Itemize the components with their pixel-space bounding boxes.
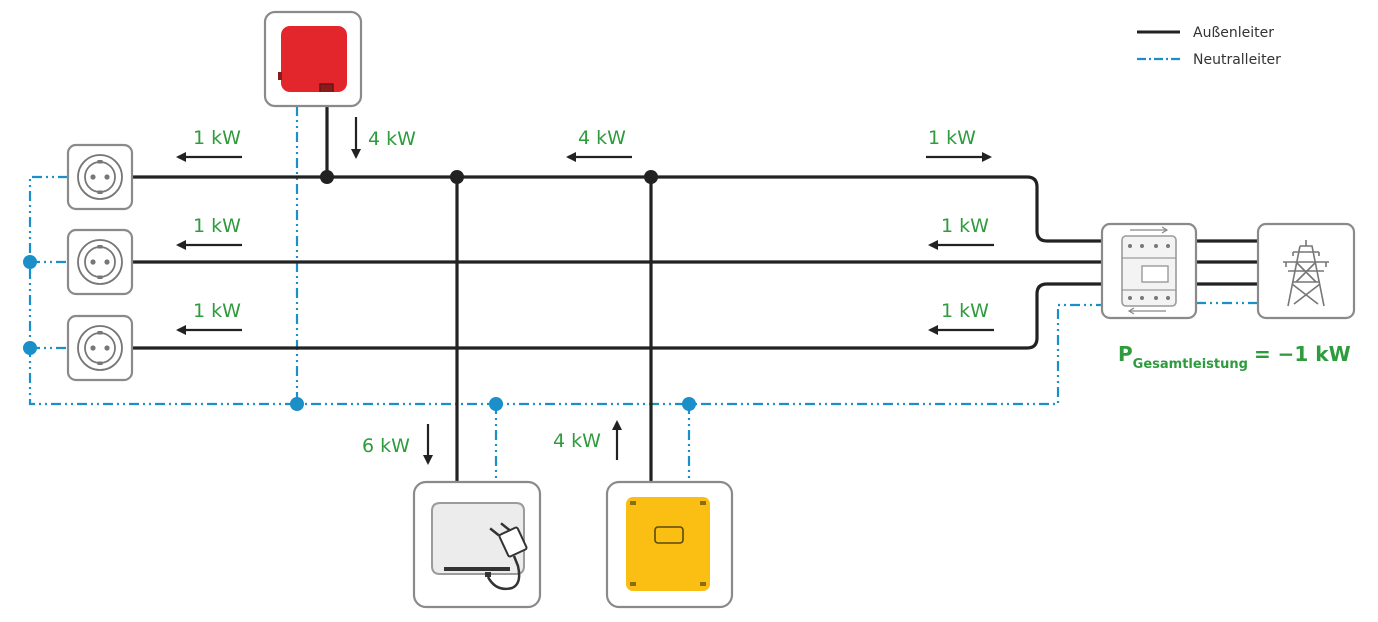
power-outlet-icon — [77, 154, 123, 200]
battery-inverter — [605, 480, 734, 609]
phase-junction — [320, 170, 334, 184]
outlet-1 — [66, 143, 134, 211]
neutral-junction — [23, 255, 37, 269]
battery-inverter-icon — [626, 497, 710, 591]
flow-label-grid-l1: 1 kW — [928, 127, 976, 149]
neutral-junction — [489, 397, 503, 411]
power-outlet-icon — [77, 239, 123, 285]
flow-label-grid-l3: 1 kW — [941, 300, 989, 322]
flow-label-pv: 4 kW — [368, 128, 416, 150]
neutral-junction — [23, 341, 37, 355]
flow-arrows — [176, 117, 994, 465]
power-pylon-icon — [1283, 240, 1329, 307]
utility-grid — [1256, 222, 1356, 320]
legend: Außenleiter Neutralleiter — [1137, 25, 1281, 68]
flow-label-outlet-2: 1 kW — [193, 215, 241, 237]
phase-wiring — [132, 106, 1258, 482]
flow-label-outlet-3: 1 kW — [193, 300, 241, 322]
neutral-junction — [682, 397, 696, 411]
pv-inverter — [263, 10, 363, 108]
ev-charger — [412, 480, 542, 609]
energy-meter — [1100, 222, 1198, 320]
outlet-3 — [66, 314, 134, 382]
legend-neutral-label: Neutralleiter — [1193, 52, 1281, 68]
total-power-label: PGesamtleistung= −1 kW — [1118, 342, 1351, 372]
flow-label-outlet-1: 1 kW — [193, 127, 241, 149]
ev-charger-icon — [431, 502, 528, 591]
flow-label-ev: 6 kW — [362, 435, 410, 457]
legend-phase-label: Außenleiter — [1193, 25, 1274, 41]
flow-label-mid: 4 kW — [578, 127, 626, 149]
power-outlet-icon — [77, 325, 123, 371]
flow-label-grid-l2: 1 kW — [941, 215, 989, 237]
phase-junction — [450, 170, 464, 184]
energy-meter-icon — [1121, 226, 1177, 315]
pv-inverter-icon — [278, 26, 347, 92]
neutral-junction — [290, 397, 304, 411]
power-labels: 1 kW 1 kW 1 kW 4 kW 4 kW 1 kW 1 kW 1 kW … — [193, 127, 989, 457]
neutral-wiring — [23, 106, 1258, 482]
outlet-2 — [66, 228, 134, 296]
phase-junction — [644, 170, 658, 184]
flow-label-battery: 4 kW — [553, 430, 601, 452]
